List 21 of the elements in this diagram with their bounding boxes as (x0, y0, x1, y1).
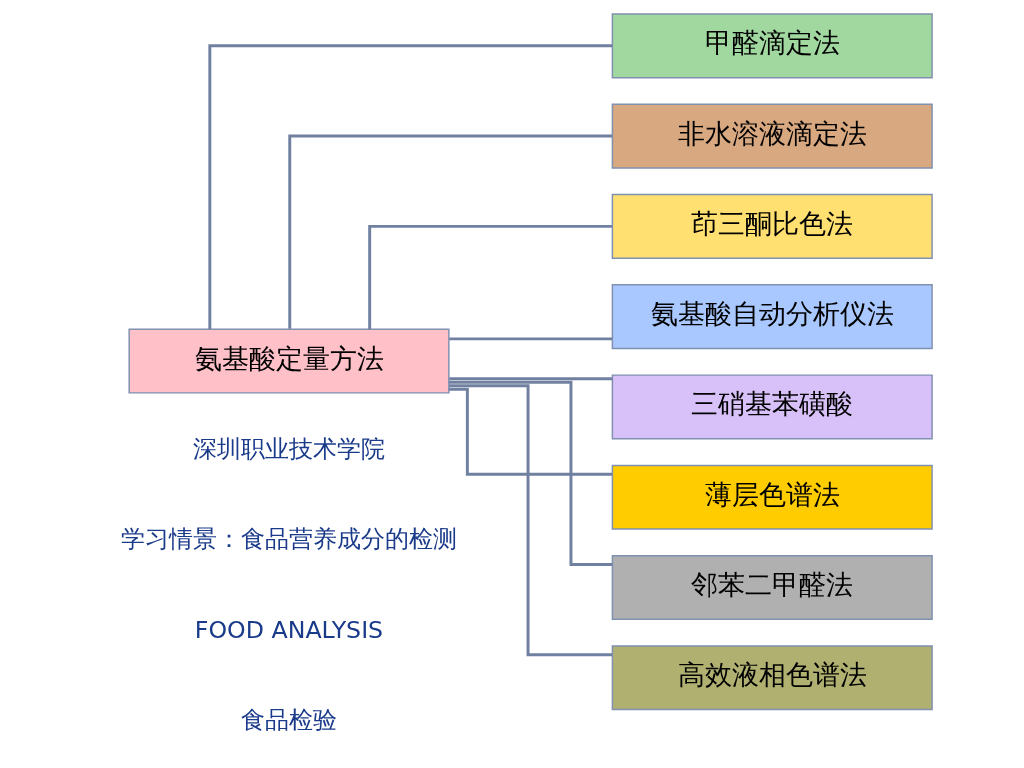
connector (448, 384, 612, 657)
label: 食品检验 (240, 705, 337, 734)
connector (448, 380, 612, 567)
connector (367, 224, 612, 330)
node-box: 邻苯二甲醛法 (611, 554, 933, 621)
node-box: 甲醛滴定法 (611, 13, 933, 79)
label: 学习情景：食品营养成分的检测 (120, 525, 457, 554)
node-box: 三硝基苯磺酸 (611, 374, 933, 440)
connector (448, 337, 612, 341)
label: 深圳职业技术学院 (192, 434, 385, 463)
node-box: 氨基酸自动分析仪法 (611, 284, 933, 350)
node-box: 高效液相色谱法 (611, 645, 933, 711)
connector (207, 44, 612, 330)
connector (448, 387, 612, 476)
label: FOOD ANALYSIS (194, 615, 383, 644)
node-box: 茚三酮比色法 (611, 193, 933, 259)
node-box: 氨基酸定量方法 (127, 328, 450, 394)
connector (448, 377, 612, 381)
connector (287, 134, 612, 329)
node-box: 薄层色谱法 (611, 464, 933, 530)
node-box: 非水溶液滴定法 (611, 103, 933, 169)
